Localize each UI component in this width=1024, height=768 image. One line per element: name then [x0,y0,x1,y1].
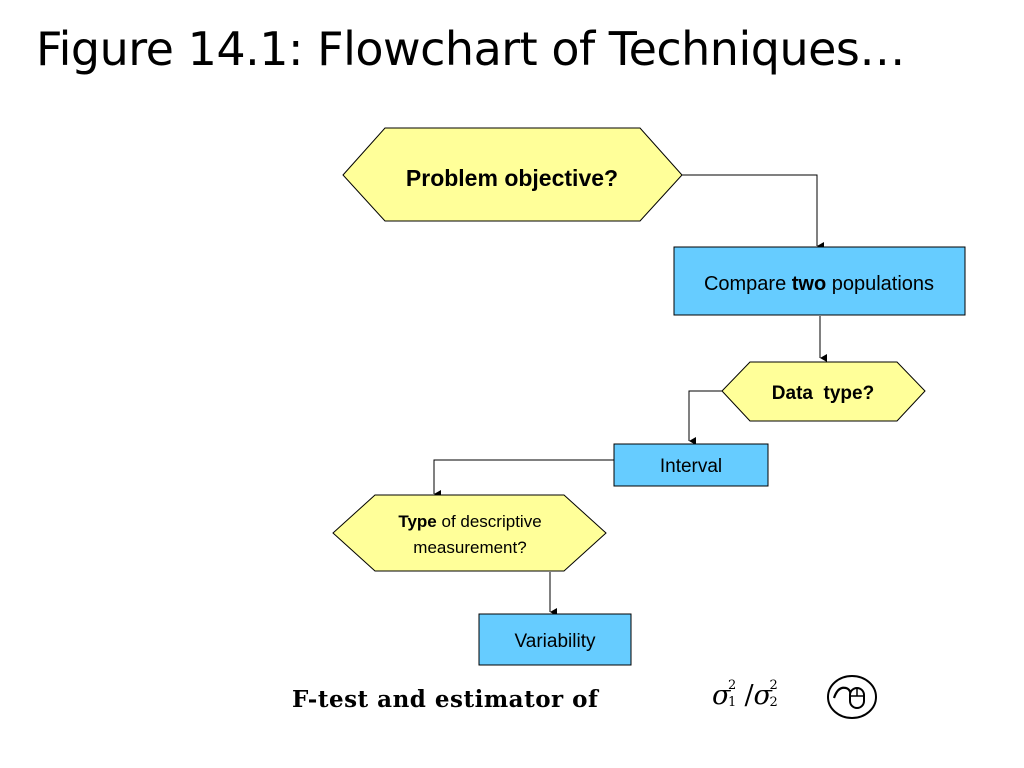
sigma-1-sub: 1 [728,695,737,710]
connector-datatype-to-interval [688,390,722,445]
compare-two-populations-node: Compare two populations [673,246,966,316]
compare-label-post: populations [826,273,934,295]
problem-objective-label: Problem objective? [406,165,618,191]
data-type-node: Data type? [721,361,926,422]
problem-objective-node: Problem objective? [342,127,683,222]
connectors [433,174,827,616]
type-label-bold: Type [398,512,436,531]
interval-node: Interval [613,443,769,487]
compare-label-pre: Compare [704,273,792,295]
type-label-rest: of descriptive [437,512,542,531]
compare-label-bold: two [792,273,826,295]
type-of-measurement-node: Type of descriptive measurement? [332,494,607,572]
formula-slash: / [744,680,754,711]
connector-objective-to-compare [682,174,824,250]
mouse-hyperlink-icon[interactable] [826,674,878,720]
type-label-line2: measurement? [413,538,526,557]
variability-node: Variability [478,613,632,666]
svg-text:Compare two populations: Compare two populations [704,273,934,295]
sigma-2: σ [753,680,772,711]
variability-label: Variability [515,631,596,652]
sigma-1-sup: 2 [728,678,737,693]
sigma-1: σ [712,680,731,711]
page-title: Figure 14.1: Flowchart of Techniques… [36,22,905,76]
sigma-2-sup: 2 [769,678,778,693]
result-text: F-test and estimator of [292,686,599,713]
connector-interval-to-type [433,459,614,498]
svg-text:Type of descriptive: Type of descriptive [398,512,541,531]
interval-label: Interval [660,456,722,477]
sigma-2-sub: 2 [769,695,778,710]
data-type-label: Data type? [772,383,874,404]
